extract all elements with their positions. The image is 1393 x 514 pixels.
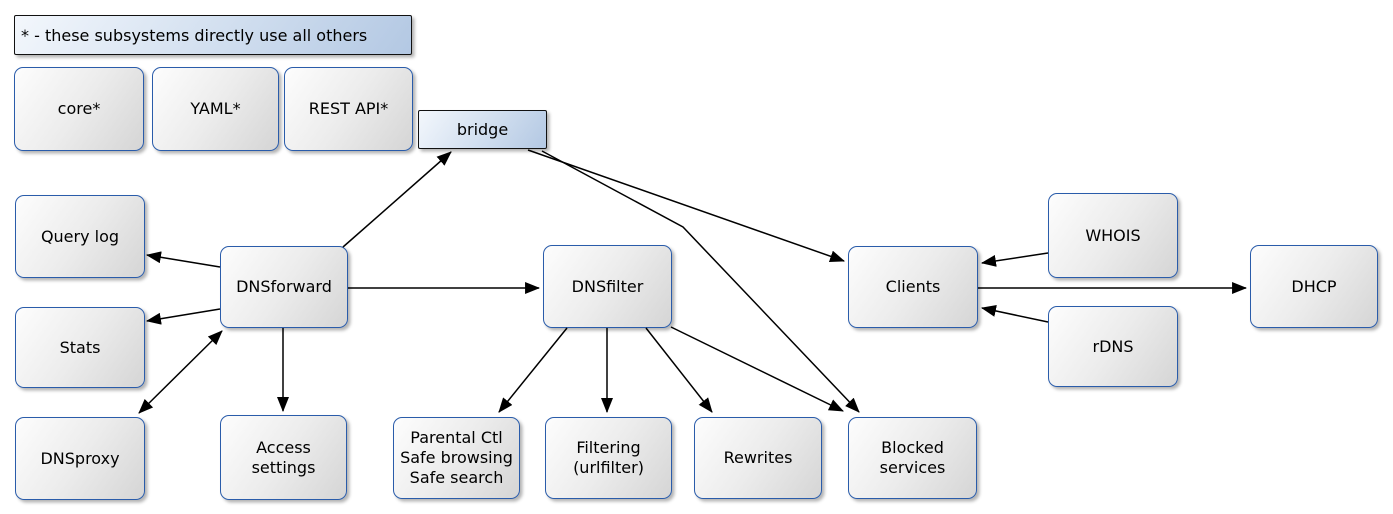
node-stats-label: Stats [59,337,101,357]
node-query-log-label: Query log [40,226,120,246]
node-rest-api: REST API* [284,67,413,151]
node-clients-label: Clients [885,277,941,296]
node-access-settings: Access settings [220,415,347,500]
node-dhcp-label: DHCP [1291,276,1337,296]
node-stats: Stats [15,307,145,388]
node-whois: WHOIS [1048,193,1178,278]
edge-dnsforward-stats [145,308,221,325]
node-yaml-label: YAML* [190,99,241,118]
node-filtering-label: Filtering (urlfilter) [573,438,644,477]
node-dnsproxy: DNSproxy [15,417,145,500]
edge-whois-clients [980,252,1049,267]
node-query-log: Query log [15,195,145,278]
node-rewrites-label: Rewrites [723,448,793,467]
node-filtering: Filtering (urlfilter) [545,417,672,499]
node-dnsproxy-label: DNSproxy [40,448,120,468]
node-rdns: rDNS [1048,306,1178,387]
node-parental: Parental Ctl Safe browsing Safe search [393,417,520,499]
node-bridge-label: bridge [456,119,509,139]
node-dhcp: DHCP [1250,245,1378,328]
node-rdns-label: rDNS [1092,336,1134,356]
edge-rdns-clients [980,305,1049,323]
edge-dnsfilter-parental [498,327,568,413]
node-blocked-services-label: Blocked services [879,438,946,477]
node-core: core* [14,67,144,151]
node-dnsforward-label: DNSforward [236,277,332,296]
node-yaml: YAML* [152,67,279,151]
legend-box: * - these subsystems directly use all ot… [14,15,412,55]
node-blocked-services: Blocked services [848,417,977,499]
node-dnsfilter: DNSfilter [543,245,672,328]
node-clients: Clients [848,246,978,328]
legend-label: * - these subsystems directly use all ot… [21,25,368,45]
node-rest-api-label: REST API* [308,99,389,118]
edge-dnsforward-bridge [342,151,452,248]
node-rewrites: Rewrites [694,417,822,499]
node-dnsfilter-label: DNSfilter [571,276,644,296]
node-core-label: core* [57,99,101,118]
edge-dnsforward-dnsproxy [138,330,223,414]
edge-dnsfilter-blocked-services [670,326,844,412]
node-dnsforward: DNSforward [220,246,348,328]
node-parental-label: Parental Ctl Safe browsing Safe search [400,428,513,487]
edge-dnsforward-querylog [145,251,221,268]
node-bridge: bridge [418,110,547,149]
node-whois-label: WHOIS [1085,225,1141,245]
node-access-settings-label: Access settings [251,437,316,477]
edge-dnsfilter-rewrites [645,327,713,413]
